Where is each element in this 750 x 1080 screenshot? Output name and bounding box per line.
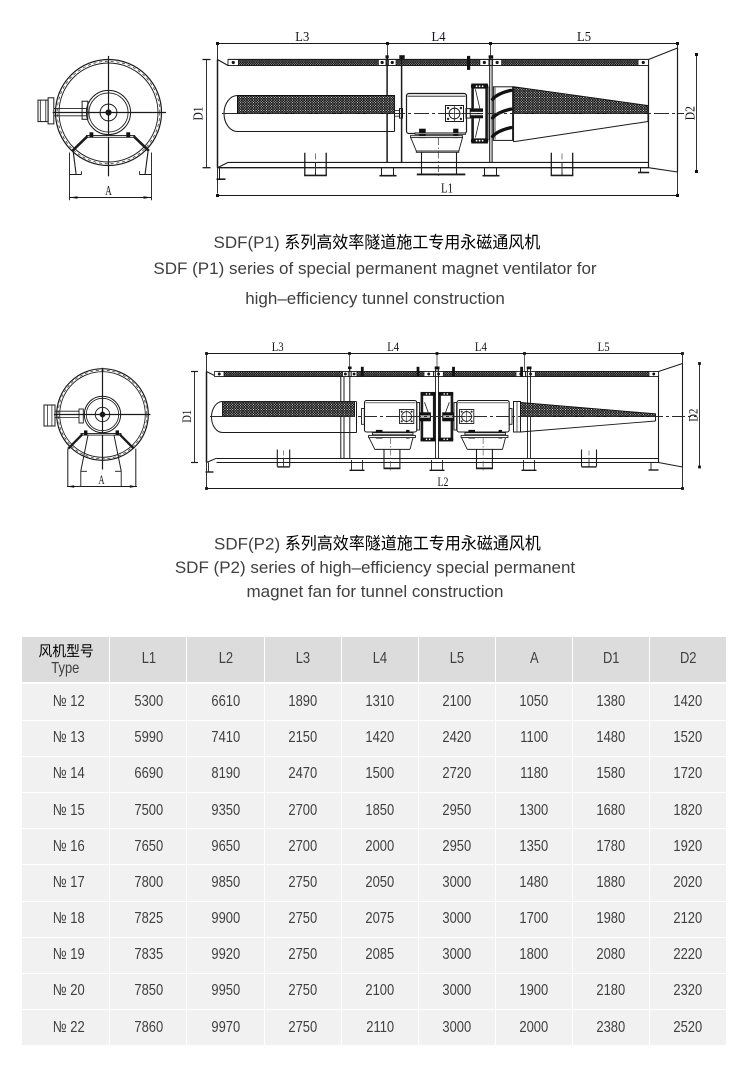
svg-text:L4: L4 bbox=[387, 340, 400, 354]
svg-text:L1: L1 bbox=[441, 181, 453, 196]
svg-text:L4: L4 bbox=[475, 340, 488, 354]
svg-text:SDF(P2): SDF(P2) bbox=[214, 534, 280, 553]
svg-text:L3: L3 bbox=[272, 340, 284, 354]
svg-text:A: A bbox=[99, 473, 105, 487]
svg-text:D2: D2 bbox=[683, 106, 698, 120]
svg-text:L2: L2 bbox=[438, 475, 449, 489]
svg-text:L5: L5 bbox=[598, 340, 610, 354]
svg-text:D1: D1 bbox=[191, 107, 206, 121]
svg-text:D2: D2 bbox=[687, 409, 701, 422]
svg-text:L4: L4 bbox=[432, 29, 446, 44]
svg-text:L5: L5 bbox=[577, 29, 591, 44]
svg-text:D1: D1 bbox=[180, 410, 194, 423]
svg-text:SDF(P1): SDF(P1) bbox=[214, 233, 280, 252]
svg-text:L3: L3 bbox=[295, 29, 309, 44]
svg-text:A: A bbox=[105, 183, 112, 198]
